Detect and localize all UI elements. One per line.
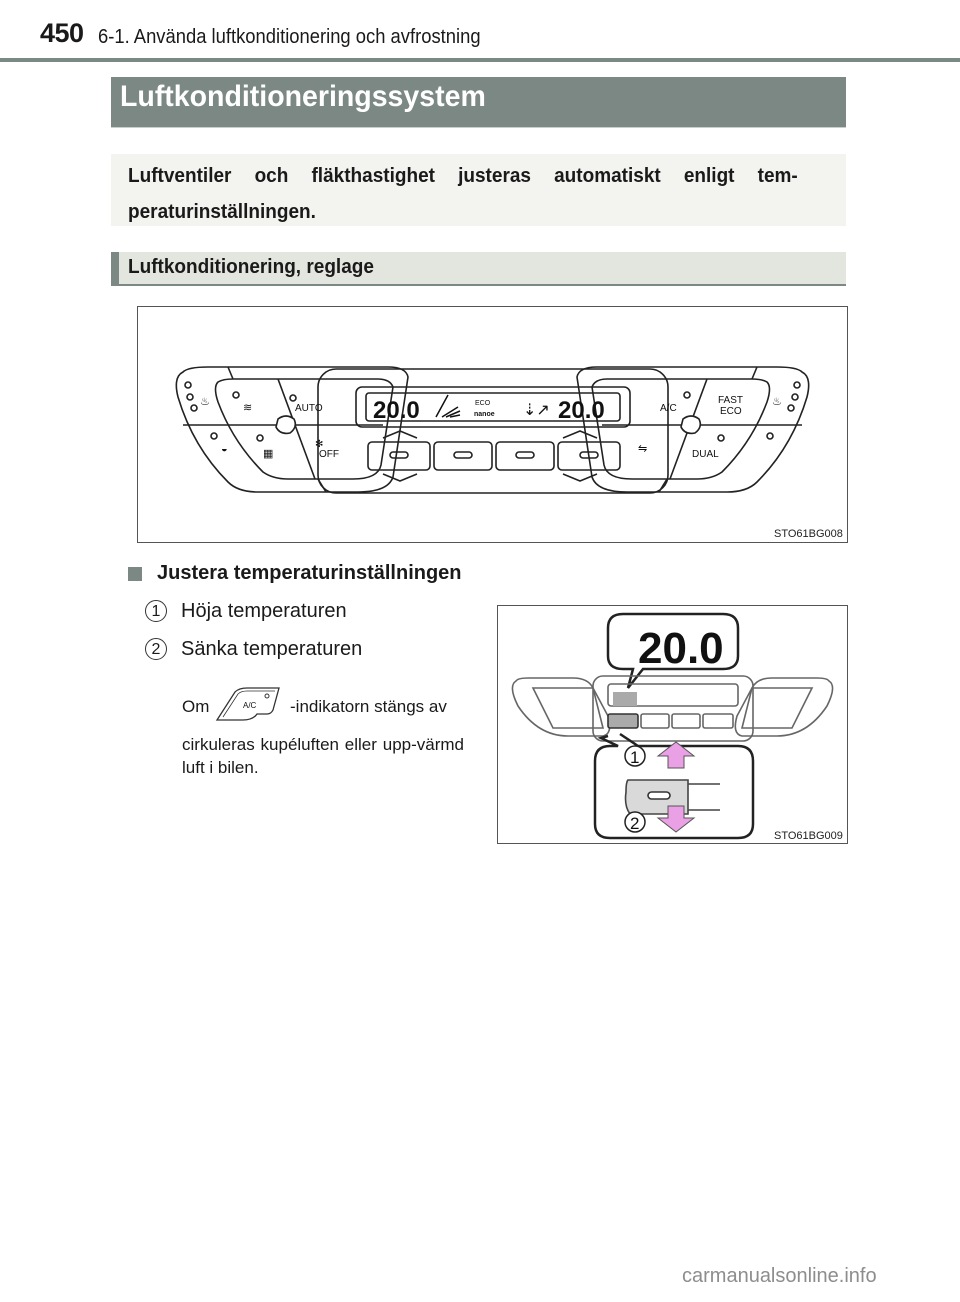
nanoe-label: nanoe: [474, 411, 495, 418]
auto-button[interactable]: AUTO: [295, 403, 323, 414]
mirror-defog-icon[interactable]: ▦: [263, 448, 273, 460]
note-body: cirkuleras kupéluften eller upp-värmd lu…: [182, 735, 464, 777]
highlighted-display-segment: [613, 692, 637, 706]
eco-label: ECO: [475, 400, 491, 407]
callout-2: 2: [630, 814, 639, 833]
temperature-adjust-figure: 20.0 1 2: [497, 605, 848, 844]
header-divider: [0, 58, 960, 62]
left-seat-heater-icon[interactable]: ♨: [200, 396, 210, 408]
fast-eco-button-line1[interactable]: FAST: [718, 395, 743, 406]
callout-1: 1: [630, 748, 639, 767]
figure2-code: STO61BG009: [774, 830, 843, 842]
svg-text:A/C: A/C: [243, 701, 257, 710]
decrease-arrow-icon: [656, 805, 696, 833]
subsection-accent: [111, 252, 119, 286]
increase-arrow-icon: [656, 741, 696, 769]
fan-speed-icon: [435, 394, 461, 418]
control-panel-figure: 20.0 20.0 ECO nanoe ⇣↗ AUTO OFF ✻ ≋ ▦ ◒ …: [137, 306, 848, 543]
page-title: Luftkonditioneringssystem: [120, 80, 486, 113]
main-title-bar: [111, 77, 846, 128]
subsection-title: Luftkonditionering, reglage: [128, 256, 374, 278]
note-suffix: -indikatorn stängs av: [290, 697, 447, 716]
figure1-code: STO61BG008: [774, 528, 843, 540]
note-prefix: Om: [182, 697, 210, 716]
watermark: carmanualsonline.info: [682, 1265, 877, 1287]
procedure-heading: Justera temperaturinställningen: [157, 562, 462, 584]
front-defrost-icon[interactable]: ◒: [221, 443, 228, 455]
right-temp-display: 20.0: [558, 397, 605, 424]
step-number-1: 1: [145, 600, 167, 622]
callout-2-circle: [624, 811, 646, 833]
zoomed-temp-display: 20.0: [638, 624, 724, 673]
subsection-bar: [111, 252, 846, 286]
control-panel-illustration: 20.0 20.0 ECO nanoe ⇣↗ AUTO OFF ✻ ≋ ▦ ◒ …: [175, 366, 810, 494]
recirculation-icon[interactable]: ⇋: [638, 443, 647, 455]
rear-defrost-icon[interactable]: ≋: [243, 402, 252, 414]
ac-button-icon: A/C: [215, 687, 280, 721]
fast-eco-button-line2[interactable]: ECO: [720, 406, 742, 417]
intro-text: Luftventiler och fläkthastighet justeras…: [128, 165, 798, 223]
bullet-square-icon: [128, 567, 142, 581]
left-temp-display: 20.0: [373, 397, 420, 424]
step-number-2: 2: [145, 638, 167, 660]
ac-button[interactable]: A/C: [660, 403, 677, 414]
right-seat-heater-icon[interactable]: ♨: [772, 396, 782, 408]
fan-icon: ✻: [315, 439, 323, 450]
step-1-label: Höja temperaturen: [181, 600, 347, 622]
intro-box: [111, 154, 846, 226]
dual-button[interactable]: DUAL: [692, 449, 719, 460]
callout-1-circle: [624, 745, 646, 767]
page-number: 450: [40, 18, 84, 48]
airflow-mode-icon: ⇣↗: [523, 402, 550, 419]
off-button[interactable]: OFF: [319, 449, 339, 460]
step-2-label: Sänka temperaturen: [181, 638, 363, 660]
section-title: 6-1. Använda luftkonditionering och avfr…: [98, 26, 481, 48]
